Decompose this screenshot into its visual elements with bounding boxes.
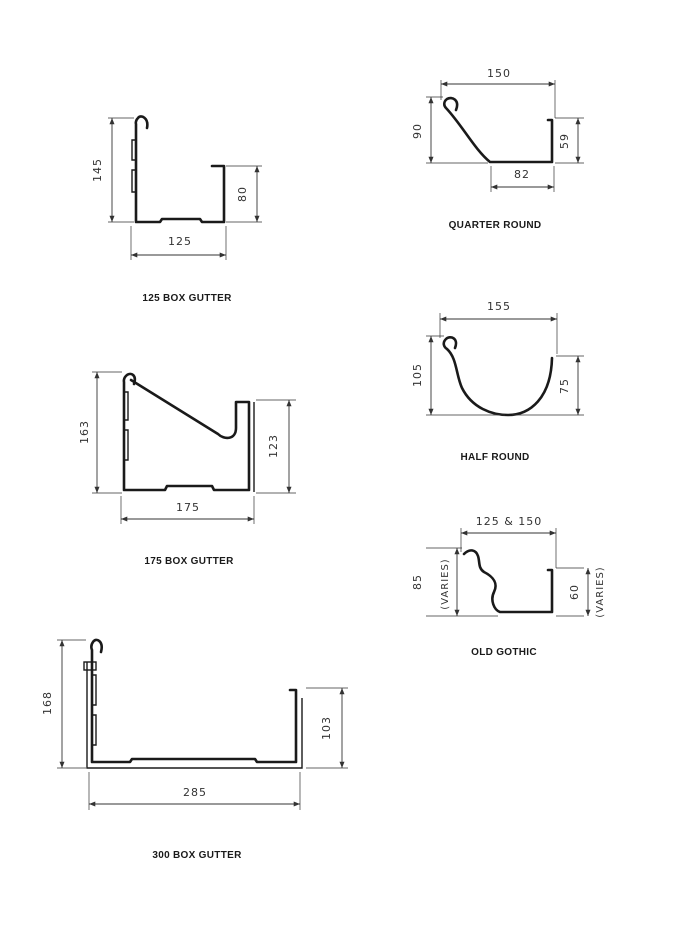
box-gutter-300-width-label: 285 xyxy=(183,786,207,799)
old-gothic-front-note: (VARIES) xyxy=(595,566,606,617)
box-gutter-125: 145 80 125 125 BOX GUTTER xyxy=(91,115,262,304)
quarter-round-caption: QUARTER ROUND xyxy=(449,220,542,231)
box-gutter-125-width-label: 125 xyxy=(168,235,192,248)
old-gothic-height-label: 85 xyxy=(411,574,424,590)
quarter-round-height-label: 90 xyxy=(411,123,424,139)
half-round-height-label: 105 xyxy=(411,363,424,387)
quarter-round-front-label: 59 xyxy=(558,133,571,149)
box-gutter-125-profile xyxy=(134,115,226,224)
box-gutter-300-caption: 300 BOX GUTTER xyxy=(152,850,242,861)
box-gutter-300: 168 103 285 300 BOX GUTTER xyxy=(41,638,348,861)
quarter-round-profile xyxy=(442,96,554,164)
old-gothic-profile xyxy=(462,549,554,614)
box-gutter-175-profile xyxy=(122,372,251,492)
box-gutter-175-width-label: 175 xyxy=(176,501,200,514)
box-gutter-300-height-label: 168 xyxy=(41,691,54,715)
box-gutter-300-bracket-clip xyxy=(83,661,97,671)
box-gutter-175-caption: 175 BOX GUTTER xyxy=(144,556,234,567)
old-gothic-height-note: (VARIES) xyxy=(440,558,451,609)
box-gutter-125-back-bracket xyxy=(131,139,136,193)
half-round-caption: HALF ROUND xyxy=(460,452,529,463)
half-round-profile xyxy=(442,336,554,417)
old-gothic-caption: OLD GOTHIC xyxy=(471,647,537,658)
box-gutter-300-outer-bracket xyxy=(86,662,303,769)
box-gutter-175-front-label: 123 xyxy=(267,434,280,458)
half-round-gutter: 155 105 75 HALF ROUND xyxy=(411,300,584,463)
quarter-round-base-label: 82 xyxy=(514,168,530,181)
box-gutter-300-profile xyxy=(90,638,298,764)
box-gutter-175-height-label: 163 xyxy=(78,420,91,444)
quarter-round-width-label: 150 xyxy=(487,67,511,80)
box-gutter-125-caption: 125 BOX GUTTER xyxy=(142,293,232,304)
half-round-width-label: 155 xyxy=(487,300,511,313)
box-gutter-125-front-label: 80 xyxy=(236,186,249,202)
box-gutter-175-back-bracket xyxy=(124,391,129,461)
quarter-round-gutter: 150 90 59 82 QUARTER ROUND xyxy=(411,67,584,231)
box-gutter-175: 163 123 175 175 BOX GUTTER xyxy=(78,371,296,567)
old-gothic-front-label: 60 xyxy=(568,584,581,600)
half-round-front-label: 75 xyxy=(558,378,571,394)
box-gutter-125-height-label: 145 xyxy=(91,158,104,182)
old-gothic-gutter: 125 & 150 85 (VARIES) 60 (VARIES) OLD GO… xyxy=(411,515,606,658)
box-gutter-300-front-label: 103 xyxy=(320,716,333,740)
old-gothic-width-label: 125 & 150 xyxy=(476,515,543,528)
box-gutter-300-back-bracket xyxy=(92,674,97,746)
